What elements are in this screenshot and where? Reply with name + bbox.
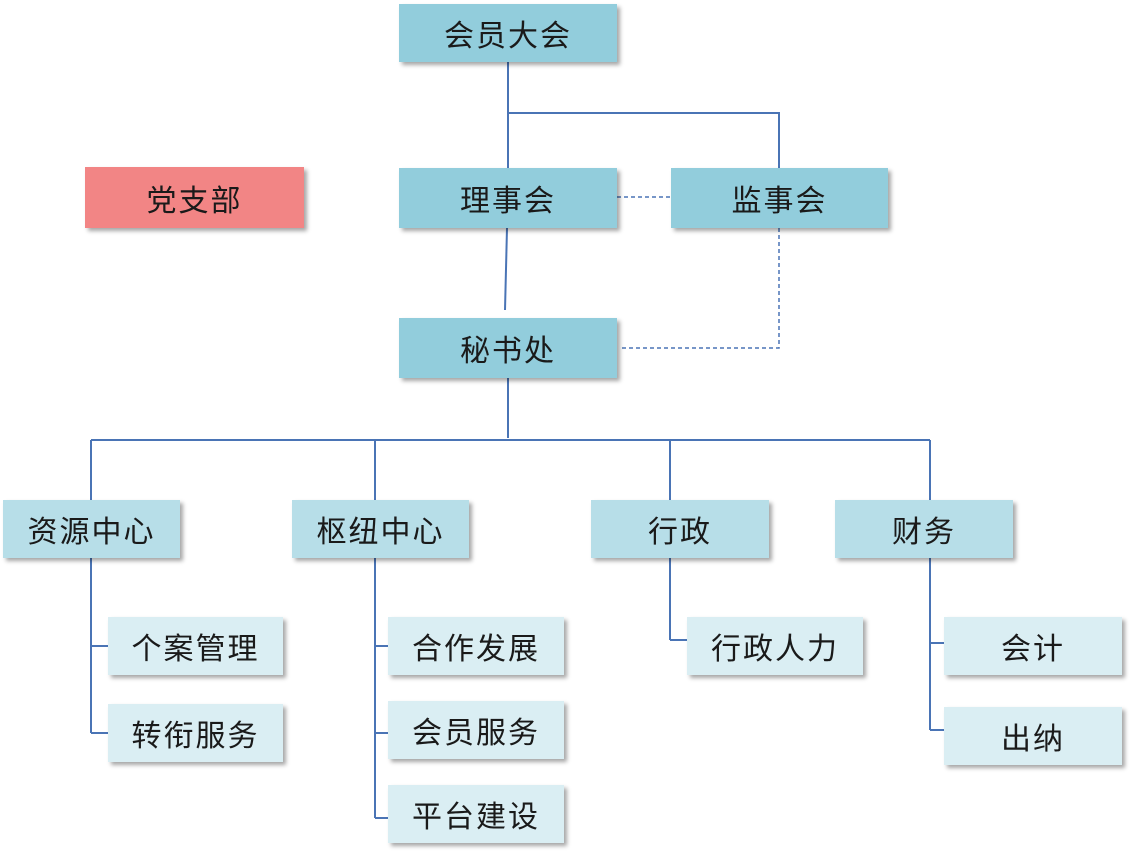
sub-unit-label: 转衔服务 xyxy=(131,719,260,754)
department-box: 资源中心 xyxy=(3,500,180,558)
department-box: 行政 xyxy=(591,500,769,558)
sub-unit-label: 个案管理 xyxy=(131,632,260,667)
council-label: 理事会 xyxy=(460,184,556,219)
party-branch-label: 党支部 xyxy=(146,183,243,219)
dashed-line-supervisory-secretariat xyxy=(619,228,780,349)
department-box: 财务 xyxy=(835,500,1013,558)
sub-unit-label: 出纳 xyxy=(1001,722,1065,757)
department-box: 枢纽中心 xyxy=(292,500,469,558)
sub-unit-box: 行政人力 xyxy=(687,617,863,675)
sub-unit-box: 合作发展 xyxy=(388,617,564,675)
sub-unit-label: 平台建设 xyxy=(412,800,540,835)
general-assembly-box: 会员大会 xyxy=(399,4,617,62)
sub-unit-box: 会员服务 xyxy=(388,701,564,759)
secretariat-label: 秘书处 xyxy=(460,334,556,369)
secretariat-box: 秘书处 xyxy=(399,318,617,378)
department-label: 枢纽中心 xyxy=(316,515,445,550)
line-assembly-branch xyxy=(508,112,780,168)
general-assembly-label: 会员大会 xyxy=(444,19,572,54)
supervisory-board-box: 监事会 xyxy=(671,168,888,228)
sub-unit-label: 行政人力 xyxy=(711,632,839,667)
department-label: 财务 xyxy=(892,515,956,550)
sub-unit-box: 个案管理 xyxy=(108,617,283,675)
sub-unit-label: 合作发展 xyxy=(412,632,540,667)
sub-unit-label: 会员服务 xyxy=(412,716,540,751)
line-council-secretariat xyxy=(504,227,508,311)
department-label: 行政 xyxy=(648,515,712,550)
sub-unit-box: 出纳 xyxy=(944,707,1122,765)
party-branch-box: 党支部 xyxy=(85,167,304,228)
sub-unit-box: 平台建设 xyxy=(388,785,564,843)
council-box: 理事会 xyxy=(399,168,617,228)
sub-unit-box: 转衔服务 xyxy=(108,704,283,762)
sub-unit-box: 会计 xyxy=(944,617,1122,675)
sub-unit-label: 会计 xyxy=(1001,632,1065,667)
supervisory-board-label: 监事会 xyxy=(731,184,828,219)
department-label: 资源中心 xyxy=(27,515,156,550)
